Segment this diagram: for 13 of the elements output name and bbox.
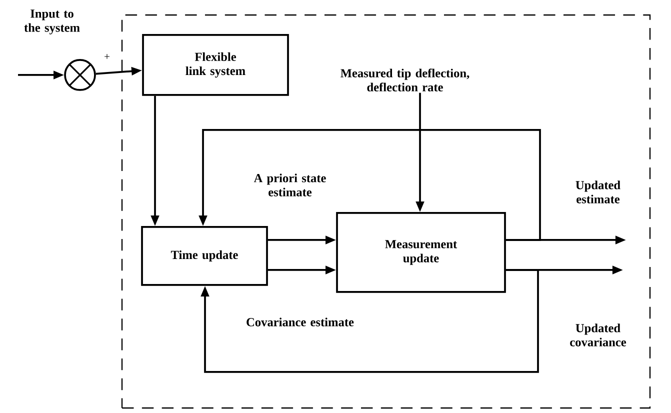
arrow: [200, 269, 539, 373]
edge-label: Updated estimate: [576, 180, 620, 204]
process-box: Measurement update: [336, 212, 506, 293]
edge-label: Updated covariance: [570, 324, 626, 346]
edge-label: Covariance estimate: [246, 318, 354, 326]
label-text: Measured tip deflection, deflection rate: [340, 68, 470, 92]
edge-label: A priori state estimate: [254, 174, 326, 196]
process-box: Flexible link system: [142, 34, 289, 96]
process-box: Time update: [141, 226, 268, 286]
summing-junction: [64, 59, 96, 91]
sign-label: +: [104, 54, 110, 59]
system-boundary: [121, 14, 651, 409]
edge-label: Input to the system: [24, 10, 80, 34]
